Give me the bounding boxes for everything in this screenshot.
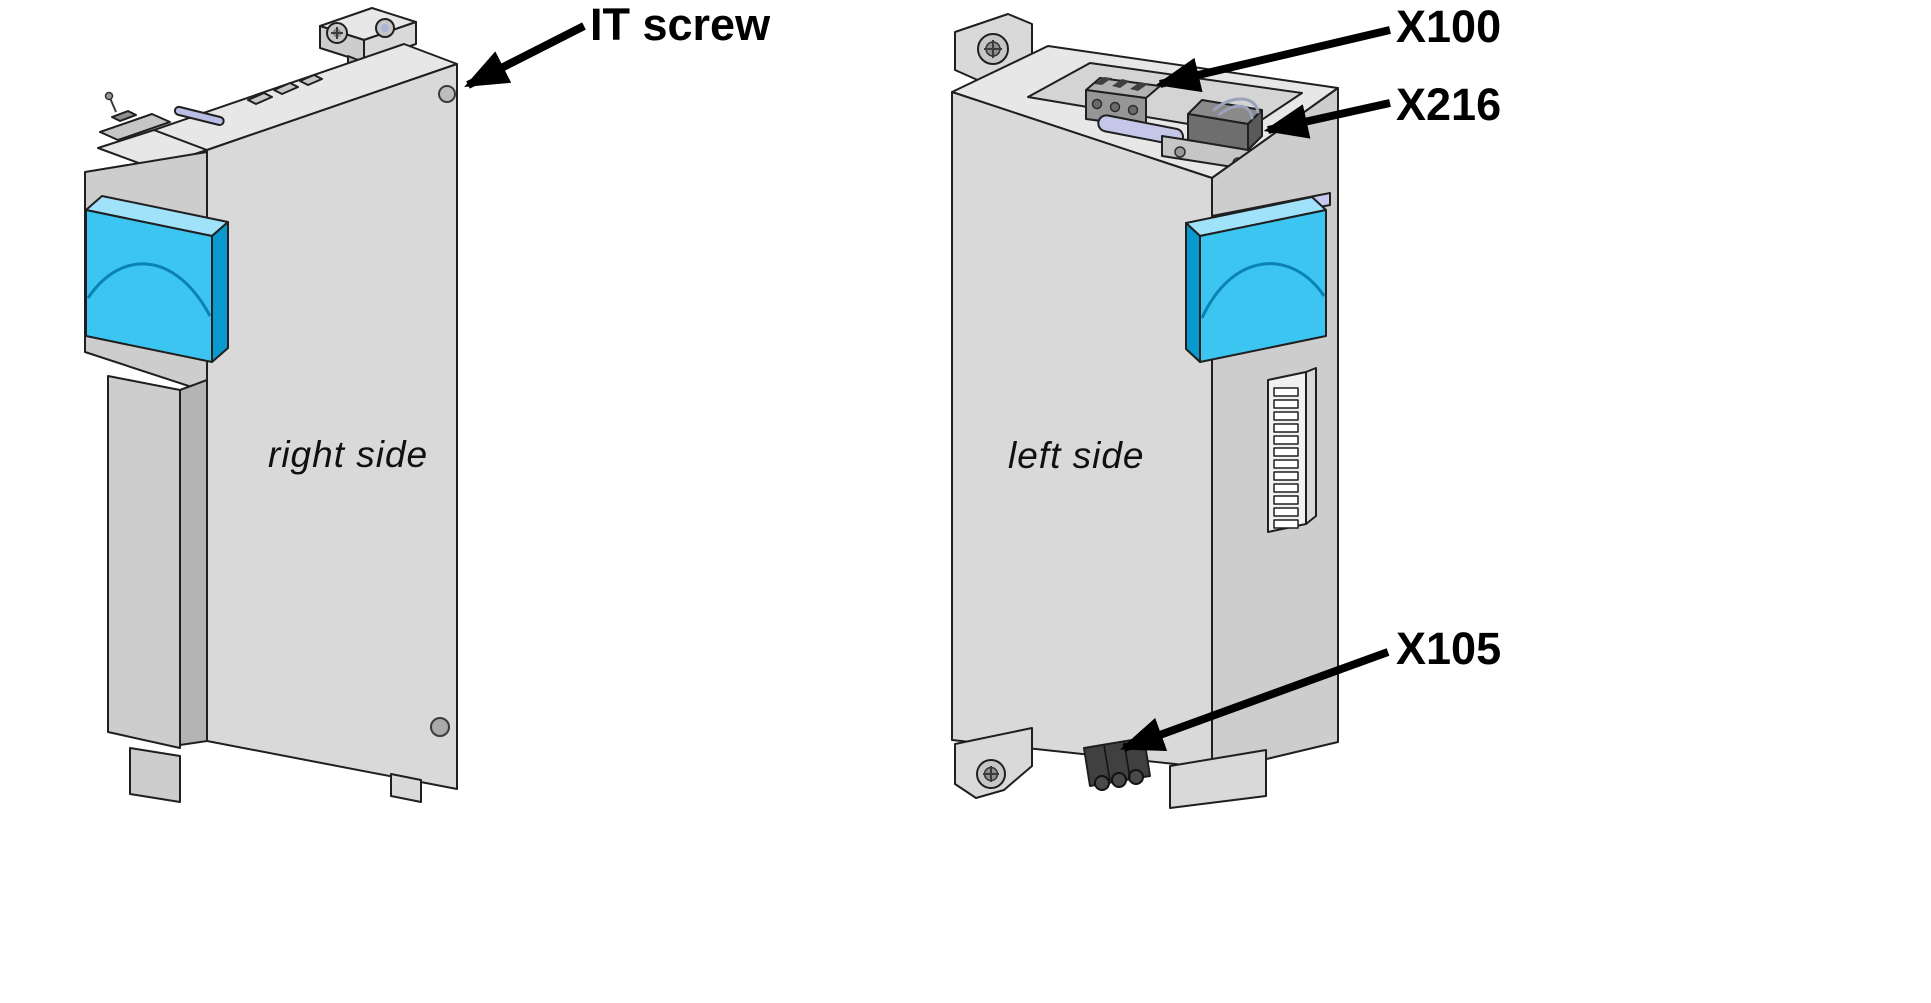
label-side-face — [1185, 222, 1201, 363]
label-front-face — [1199, 209, 1327, 363]
top-components — [99, 74, 323, 141]
terminal-hole — [1273, 495, 1299, 505]
x100-label: X100 — [1396, 1, 1501, 52]
terminal-hole — [1273, 423, 1299, 433]
top-tab-2 — [273, 82, 299, 95]
top-wire-sleeve — [173, 105, 225, 127]
x216-connector — [1161, 97, 1263, 171]
terminal-strip — [1267, 367, 1317, 533]
x100-socket-2 — [1112, 79, 1130, 88]
x216-arrow — [1263, 99, 1391, 139]
terminal-hole — [1273, 399, 1299, 409]
terminal-hole — [1273, 435, 1299, 445]
mounting-bracket-bottom — [954, 727, 1033, 799]
x105-label: X105 — [1396, 623, 1501, 674]
terminal-hole — [1273, 459, 1299, 469]
terminal-hole — [1273, 447, 1299, 457]
x105-barrel-3 — [1128, 769, 1144, 785]
product-label-block — [85, 195, 229, 363]
bottom-foot-right-device — [1169, 749, 1267, 809]
left-side-caption: left side — [1008, 435, 1145, 476]
terminal-hole — [1273, 387, 1299, 397]
x216-plate-screw-1 — [1174, 146, 1186, 158]
bottom-screw-hole — [430, 717, 450, 737]
bracket-bottom-screw-slot — [983, 766, 999, 782]
x105-arrow — [1119, 648, 1390, 752]
right-side-panel — [206, 63, 458, 790]
bottom-foot-right — [390, 773, 422, 803]
terminal-hole — [1273, 411, 1299, 421]
x216-wires — [1212, 97, 1260, 120]
front-panel-lower — [107, 375, 181, 749]
label-swoosh — [86, 262, 212, 317]
terminal-hole — [1273, 507, 1299, 517]
product-label-block-left-view — [1185, 196, 1327, 363]
top-connector-contact — [111, 110, 137, 122]
mounting-tab-top — [319, 7, 417, 79]
label-front-face — [85, 209, 213, 363]
callouts: IT screw X100 X216 X105 — [464, 0, 1501, 752]
top-pin-head — [104, 91, 114, 101]
bottom-foot-left — [129, 747, 181, 803]
x100-socket-3 — [1130, 82, 1148, 91]
x100-socket-1 — [1094, 77, 1112, 85]
it-screw-label: IT screw — [590, 0, 771, 50]
screw-slot — [331, 27, 343, 39]
x100-arrow — [1155, 26, 1391, 93]
x105-barrel-2 — [1111, 772, 1127, 788]
it-screw-arrow — [464, 22, 586, 89]
x105-barrel-1 — [1094, 775, 1110, 791]
right-side-caption: right side — [268, 434, 428, 475]
top-tab-3 — [299, 74, 323, 86]
label-side-face — [211, 221, 229, 363]
terminal-strip-side — [1305, 367, 1317, 525]
mounting-washer-center — [381, 24, 389, 32]
top-connector-block — [99, 113, 171, 141]
x100-screw-3 — [1127, 104, 1139, 116]
x100-screw-2 — [1109, 101, 1121, 113]
terminal-hole — [1273, 483, 1299, 493]
x216-side-face — [1247, 109, 1263, 151]
terminal-hole — [1273, 471, 1299, 481]
it-screw-hole — [438, 85, 456, 103]
left-side-panel — [951, 91, 1213, 769]
device-right-side-view: right side — [84, 7, 458, 803]
top-tab-1 — [247, 92, 273, 105]
bracket-top-screw-slot — [984, 40, 1002, 58]
label-swoosh — [1200, 262, 1326, 319]
top-pin — [109, 97, 117, 113]
mounting-tab-right-face — [363, 21, 417, 63]
x216-label: X216 — [1396, 79, 1501, 130]
front-step-face — [179, 379, 208, 746]
terminal-hole — [1273, 519, 1299, 529]
x100-screw-1 — [1091, 98, 1103, 110]
